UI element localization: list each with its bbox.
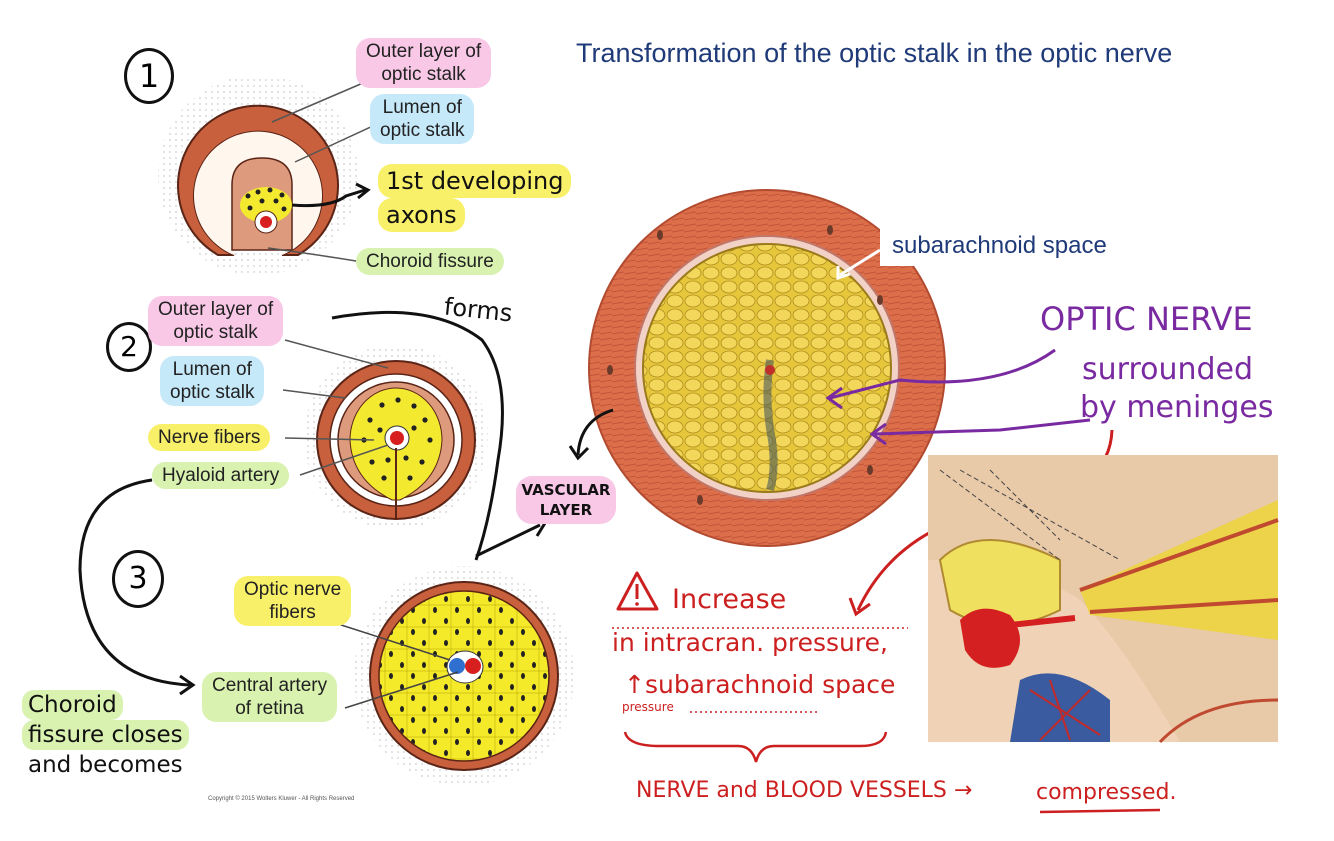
subarachnoid-pointer	[839, 248, 881, 277]
stage2-number: 2	[106, 322, 152, 372]
compressed-underline	[1039, 808, 1161, 814]
optic-nerve-note-line3: by meninges	[1080, 390, 1274, 425]
stage1-drawing	[158, 75, 376, 275]
stage2-hyaloid-artery-label: Hyaloid artery	[152, 462, 290, 489]
stage1-choroid-fissure-label: Choroid fissure	[356, 248, 504, 275]
anatomy-sagittal-panel	[928, 455, 1279, 744]
optic-nerve-note-line2: surrounded	[1082, 352, 1254, 387]
stage1-number: 1	[124, 48, 174, 104]
pressure-line4: pressure	[622, 700, 674, 714]
page-title: Transformation of the optic stalk in the…	[576, 38, 1173, 68]
conclusion-a: NERVE and BLOOD VESSELS →	[636, 778, 973, 803]
choroid-fissure-note: Choroid fissure closes and becomes	[22, 690, 189, 780]
forms-arrow	[331, 310, 504, 561]
pressure-line1: Increase	[672, 584, 787, 615]
stage2-drawing	[282, 339, 488, 529]
subarachnoid-space-label: subarachnoid space	[880, 226, 1148, 266]
stage2-nerve-fibers-label: Nerve fibers	[148, 424, 271, 451]
stage3-number: 3	[112, 550, 164, 608]
warning-triangle-icon	[616, 571, 659, 611]
choroid-arrow	[78, 478, 191, 687]
stage3-drawing	[334, 566, 574, 786]
stage1-developing-axons-label: 1st developing axons	[378, 164, 572, 232]
pressure-line2: in intracran. pressure,	[612, 628, 888, 657]
brace	[623, 731, 888, 763]
pressure-line3: ↑subarachnoid space	[624, 670, 896, 699]
copyright-notice: Copyright © 2015 Wolters Kluwer - All Ri…	[208, 796, 355, 802]
optic-nerve-cross-section	[588, 189, 946, 547]
optic-nerve-note-title: OPTIC NERVE	[1040, 300, 1253, 338]
conclusion-b: compressed.	[1036, 780, 1177, 805]
